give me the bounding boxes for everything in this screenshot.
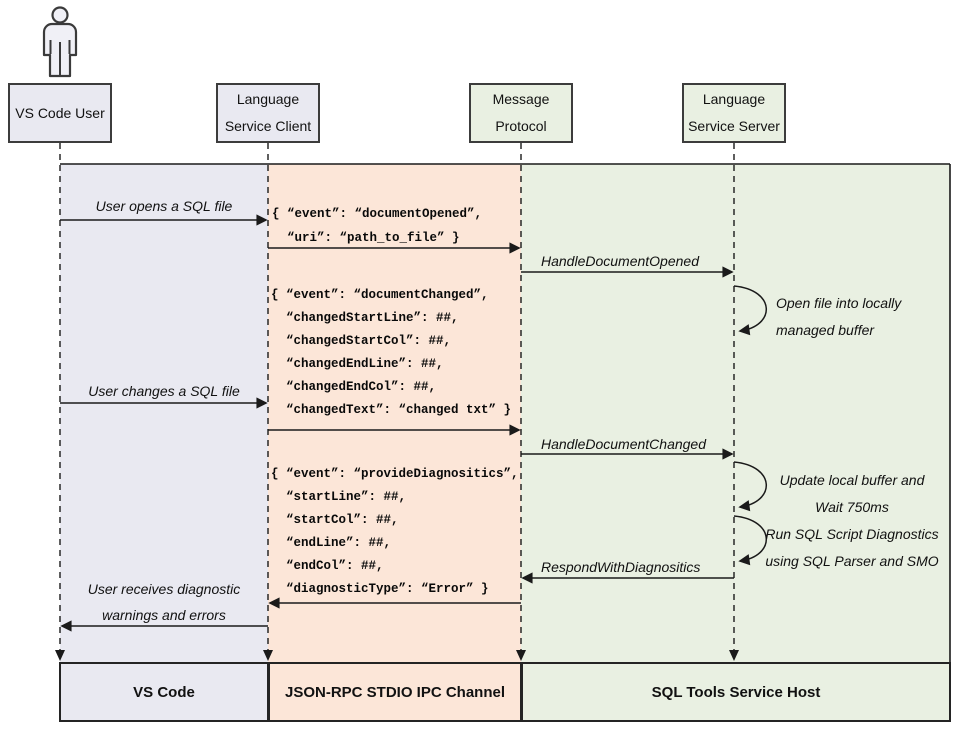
note-line: Wait 750ms [815,499,889,515]
self-loop-update-buffer [733,461,767,512]
json-line: “endCol”: ##, [271,559,384,573]
note-line: managed buffer [776,322,875,338]
lane-json-rpc-channel [268,164,521,662]
label-user-receives: User receives diagnostic warnings and er… [60,576,268,628]
json-line: “startCol”: ##, [271,513,399,527]
actor-label: Language [702,91,766,107]
label-respond-with-diagnostics: RespondWithDiagnositics [541,559,701,575]
self-loop-run-diagnostics [733,515,767,566]
actor-box-message-protocol: Message Protocol [469,83,573,143]
json-provide-diagnostics: { “event”: “provideDiagnositics”, “start… [271,463,519,601]
json-line: “endLine”: ##, [271,536,392,550]
json-line: { “event”: “documentChanged”, [271,288,489,302]
label-handle-document-opened: HandleDocumentOpened [541,253,699,269]
person-icon [42,6,78,78]
json-document-changed: { “event”: “documentChanged”, “changedSt… [271,284,511,422]
lifeline-end-arrow-user [55,650,65,661]
json-document-opened: { “event”: “documentOpened”, “uri”: “pat… [272,202,482,250]
note-run-sql-diagnostics: Run SQL Script Diagnostics using SQL Par… [762,521,942,575]
note-open-file-buffer: Open file into locally managed buffer [776,290,901,344]
label-user-changes-file: User changes a SQL file [88,383,240,399]
actor-box-vscode-user: VS Code User [8,83,112,143]
actor-label: Service Client [224,118,312,134]
actor-label: VS Code User [15,104,105,121]
footer-label: VS Code [133,683,195,701]
json-line: “startLine”: ##, [271,490,407,504]
note-line: Update local buffer and [779,472,925,488]
actor-label: Protocol [495,118,547,134]
json-line: { “event”: “documentOpened”, [272,207,483,221]
lifeline-end-arrow-server [729,650,739,661]
footer-box-json-rpc-channel: JSON-RPC STDIO IPC Channel [268,662,522,722]
actor-box-language-service-client: Language Service Client [216,83,320,143]
label-user-opens-file: User opens a SQL file [95,198,233,214]
lane-sql-tools-host [521,164,950,662]
actor-label: Language [236,91,300,107]
note-line: Run SQL Script Diagnostics [765,526,939,542]
label-handle-document-changed: HandleDocumentChanged [541,436,706,452]
lifeline-end-arrow-protocol [516,650,526,661]
json-line: “uri”: “path_to_file” } [272,231,460,245]
footer-box-vscode: VS Code [59,662,269,722]
json-line: “diagnosticType”: “Error” } [271,582,489,596]
json-line: “changedStartLine”: ##, [271,311,459,325]
json-line: “changedEndLine”: ##, [271,357,444,371]
actor-label: Message [492,91,550,107]
footer-box-sql-tools-service-host: SQL Tools Service Host [521,662,951,722]
note-update-buffer-wait: Update local buffer and Wait 750ms [762,467,942,521]
note-line: Open file into locally [776,295,902,311]
lane-vscode [60,164,268,662]
self-loop-open-file [733,285,767,336]
label-line: warnings and errors [102,607,226,623]
actor-label: Service Server [688,118,780,134]
json-line: “changedText”: “changed txt” } [271,403,512,417]
actor-box-language-service-server: Language Service Server [682,83,786,143]
lifeline-end-arrow-client [263,650,273,661]
json-line: “changedEndCol”: ##, [271,380,437,394]
footer-label: SQL Tools Service Host [651,683,821,701]
json-line: { “event”: “provideDiagnositics”, [271,467,519,481]
json-line: “changedStartCol”: ##, [271,334,452,348]
footer-label: JSON-RPC STDIO IPC Channel [284,683,506,701]
note-line: using SQL Parser and SMO [765,553,939,569]
label-line: User receives diagnostic [87,581,241,597]
